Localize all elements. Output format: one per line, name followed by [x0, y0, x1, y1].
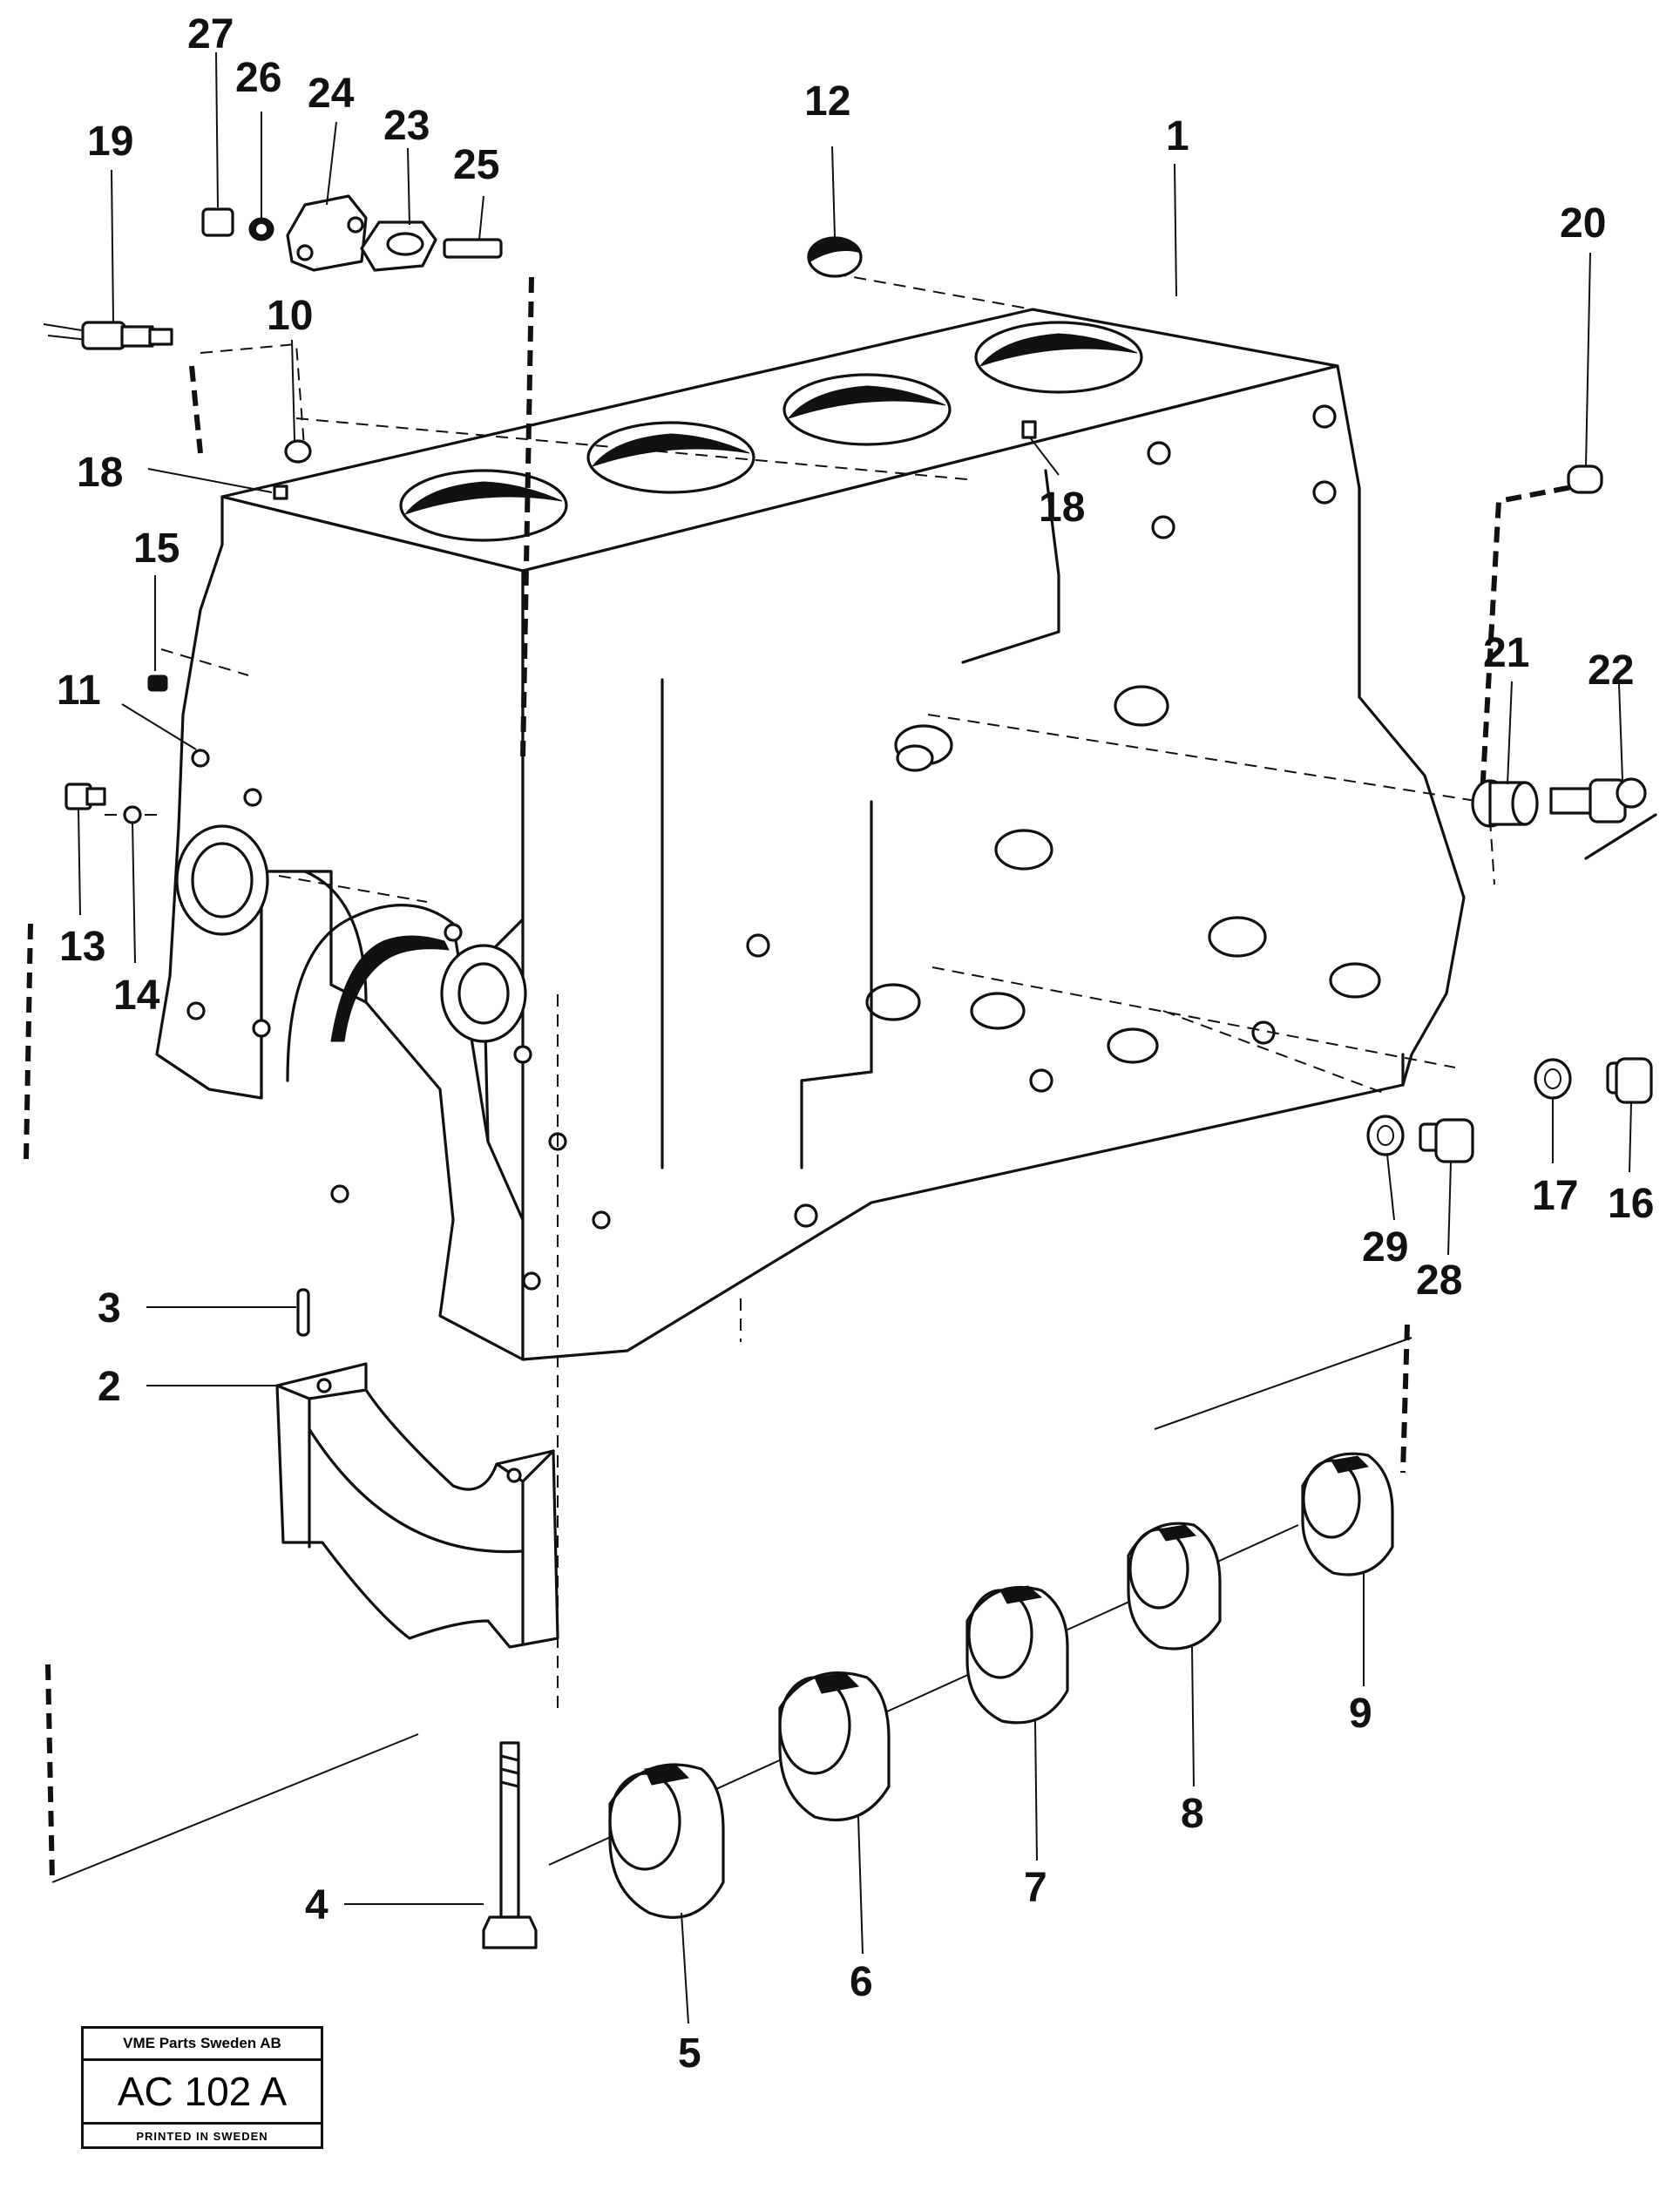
drawing-code: AC 102 A — [84, 2061, 321, 2125]
printed-note: PRINTED IN SWEDEN — [136, 2130, 268, 2143]
callout-25: 25 — [453, 142, 499, 188]
parts-23-27-fitting — [201, 194, 503, 272]
part-19-temperature-sensor — [43, 321, 173, 350]
callout-19: 19 — [87, 119, 133, 165]
callout-21: 21 — [1483, 630, 1529, 676]
callout-7: 7 — [1024, 1865, 1047, 1911]
part-18-pin-front — [273, 485, 288, 500]
callout-11: 11 — [57, 668, 101, 714]
part-8-bearing-shell — [1127, 1522, 1222, 1651]
callout-18a: 18 — [77, 450, 123, 496]
bearing-shells — [608, 1452, 1394, 1919]
part-3-dowel — [296, 1288, 310, 1337]
part-15-plug — [147, 674, 168, 692]
part-5-bearing-shell — [608, 1763, 725, 1919]
callout-3: 3 — [98, 1285, 121, 1332]
parts-21-22-drain-tap — [1471, 777, 1657, 860]
parts-13-14-bolt-washer — [64, 783, 142, 824]
part-10-plug — [284, 439, 312, 464]
callout-27: 27 — [187, 11, 234, 58]
callout-2: 2 — [98, 1364, 121, 1410]
part-12-core-plug — [807, 236, 863, 278]
callout-22: 22 — [1588, 647, 1634, 694]
cylinder-bores — [399, 321, 1143, 542]
callout-12: 12 — [804, 78, 850, 125]
part-4-bearing-cap-bolt — [482, 1741, 538, 1949]
callout-1: 1 — [1166, 113, 1189, 159]
parts-28-29-plug — [1366, 1115, 1474, 1163]
assembly-lines — [24, 269, 1591, 1883]
part-7-bearing-shell — [965, 1585, 1069, 1725]
callout-14: 14 — [113, 973, 160, 1019]
callout-8: 8 — [1181, 1791, 1204, 1837]
callout-13: 13 — [59, 924, 105, 970]
callout-6: 6 — [850, 1959, 873, 2005]
engine-block — [155, 308, 1466, 1361]
part-6-bearing-shell — [778, 1671, 891, 1821]
front-bolt-holes — [186, 749, 611, 1291]
callout-20: 20 — [1560, 200, 1606, 247]
part-9-bearing-shell — [1301, 1452, 1394, 1576]
callout-labels: 1 2 3 4 5 6 7 8 9 10 11 12 13 14 15 16 1… — [57, 11, 1654, 2077]
callout-4: 4 — [305, 1882, 329, 1928]
callout-16: 16 — [1608, 1181, 1654, 1227]
part-18-pin-rear — [1021, 420, 1037, 439]
callout-5: 5 — [678, 2030, 701, 2077]
part-2-main-bearing-cap — [275, 1362, 559, 1649]
callout-24: 24 — [308, 71, 355, 117]
callout-9: 9 — [1349, 1691, 1372, 1737]
part-20-sleeve — [1567, 464, 1603, 494]
callout-10: 10 — [267, 293, 313, 339]
callout-26: 26 — [235, 55, 281, 101]
callout-29: 29 — [1362, 1224, 1408, 1271]
side-bosses — [746, 404, 1381, 1228]
callout-23: 23 — [383, 103, 430, 149]
callout-18b: 18 — [1039, 485, 1085, 531]
company-name: VME Parts Sweden AB — [84, 2029, 321, 2061]
callout-28: 28 — [1416, 1257, 1462, 1304]
parts-16-17-drain-plug — [1534, 1057, 1653, 1104]
callout-15: 15 — [133, 525, 180, 572]
title-block: VME Parts Sweden AB AC 102 A PRINTED IN … — [81, 2026, 323, 2149]
callout-17: 17 — [1532, 1173, 1578, 1219]
leader-lines — [78, 51, 1632, 2024]
